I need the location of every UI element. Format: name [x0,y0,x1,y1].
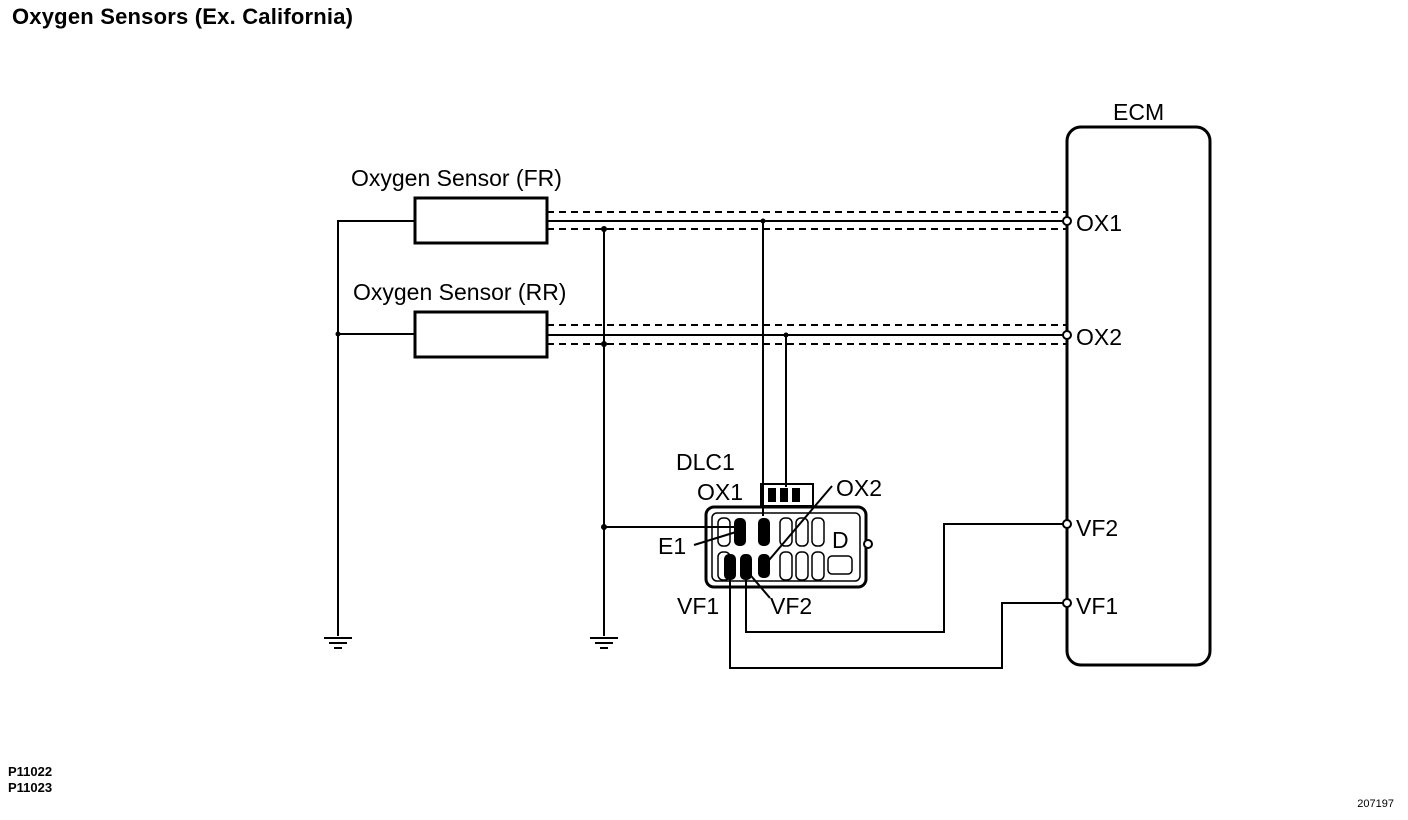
junction-dot [601,341,607,347]
junction-dot [335,331,341,337]
sensor-ground-wire [337,220,415,636]
ecm-pin-ox1-label: OX1 [1076,210,1122,236]
dlc-pin-vf1-label: VF1 [677,593,719,619]
ecm-pin-vf1 [1062,598,1072,608]
dlc1-label: DLC1 [676,449,735,475]
dlc-pin-ox2-label: OX2 [836,475,882,501]
oxygen-sensor-fr-label: Oxygen Sensor (FR) [351,165,562,191]
ground-symbol-right [590,637,618,649]
e1-leader-line [693,531,737,546]
ground-symbol-left [324,637,352,649]
ecm-pin-ox2 [1062,330,1072,340]
ecm-pin-ox2-label: OX2 [1076,324,1122,350]
reference-code: P11022 [8,764,53,779]
junction-dot [760,218,766,224]
figure-number: 207197 [1357,798,1394,810]
ox2-leader-line [763,485,833,567]
junction-dot [601,226,607,232]
vf1-wire [729,580,1067,669]
dlc-pin-vf2-label: VF2 [770,593,812,619]
ecm-box [1065,125,1212,667]
ecm-pin-vf2 [1062,519,1072,529]
dlc-symbol: D [832,527,849,553]
vf2-leader-line [745,569,771,599]
diagram-title: Oxygen Sensors (Ex. California) [12,4,354,29]
oxygen-sensor-rr [413,310,549,359]
dlc-pin-ox1-label: OX1 [697,479,743,505]
ecm-pin-vf2-label: VF2 [1076,515,1118,541]
dlc-pin-e1-label: E1 [658,533,686,559]
junction-dot [783,332,789,338]
reference-code: P11023 [8,780,53,795]
oxygen-sensor-rr-label: Oxygen Sensor (RR) [353,279,566,305]
oxygen-sensor-fr [413,196,549,245]
ecm-label: ECM [1113,99,1164,125]
ecm-pin-vf1-label: VF1 [1076,593,1118,619]
dlc1-connector [704,483,873,589]
ecm-pin-ox1 [1062,216,1072,226]
vf2-wire [745,523,1067,633]
